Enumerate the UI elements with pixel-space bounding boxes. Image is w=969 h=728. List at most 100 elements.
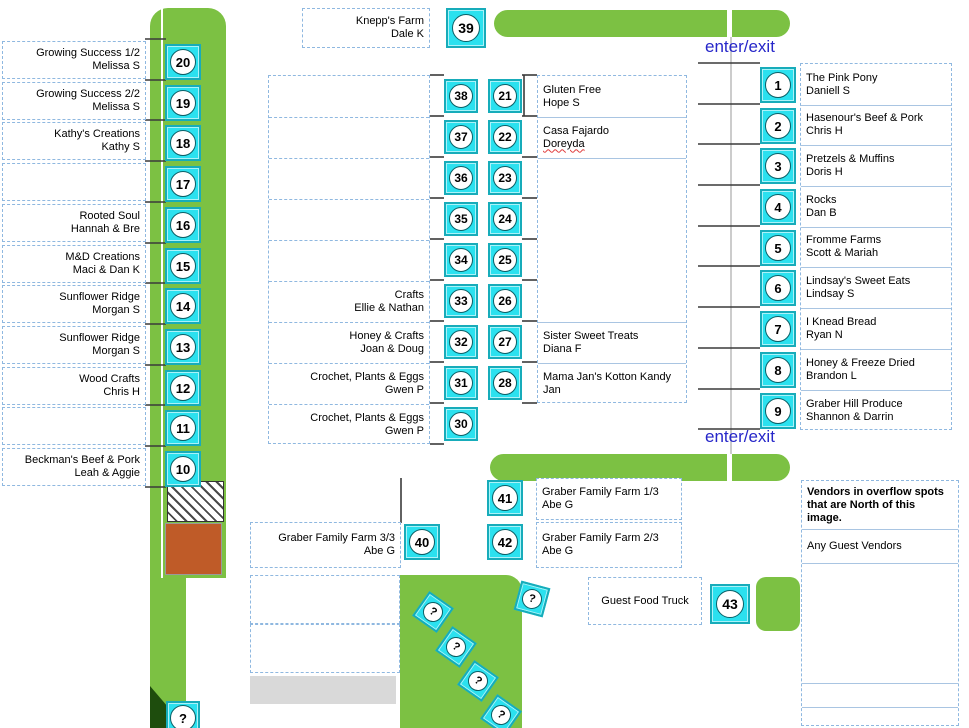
- row-divider: [801, 145, 951, 146]
- vendor-name: Sunflower Ridge: [59, 291, 140, 303]
- stall-box-11[interactable]: 11: [165, 410, 201, 446]
- vendor-person: Brandon L: [806, 369, 857, 382]
- stall-box-6[interactable]: 6: [760, 270, 796, 306]
- stall-box-41[interactable]: 41: [487, 480, 523, 516]
- vendor-label-box[interactable]: [2, 163, 146, 201]
- question-mark: ?: [464, 667, 492, 695]
- vendor-name: Pretzels & Muffins: [806, 152, 895, 165]
- vendor-label-box[interactable]: [2, 407, 146, 445]
- stall-box-19[interactable]: 19: [165, 85, 201, 121]
- stall-number: 20: [170, 49, 196, 75]
- stall-box-17[interactable]: 17: [165, 166, 201, 202]
- stall-box-12[interactable]: 12: [165, 370, 201, 406]
- stall-box-24[interactable]: 24: [488, 202, 522, 236]
- stall-box-30[interactable]: 30: [444, 407, 478, 441]
- vendor-label: Crafts Ellie & Nathan: [269, 281, 429, 322]
- vendor-label-box[interactable]: Growing Success 1/2 Melissa S: [2, 41, 146, 79]
- stall-box-25[interactable]: 25: [488, 243, 522, 277]
- guest-food-truck-label[interactable]: Guest Food Truck: [588, 577, 702, 625]
- mid-left-vendor-area[interactable]: Crafts Ellie & Nathan Honey & Crafts Joa…: [268, 75, 430, 444]
- stall-box-4[interactable]: 4: [760, 189, 796, 225]
- stall-number: 21: [493, 84, 517, 108]
- stall-box-26[interactable]: 26: [488, 284, 522, 318]
- stall-box-23[interactable]: 23: [488, 161, 522, 195]
- stall-box-40[interactable]: 40: [404, 524, 440, 560]
- vendor-label-box[interactable]: Beckman's Beef & Pork Leah & Aggie: [2, 448, 146, 486]
- stall-box-16[interactable]: 16: [165, 207, 201, 243]
- stall-box-42[interactable]: 42: [487, 524, 523, 560]
- overflow-note-box: Vendors in overflow spots that are North…: [801, 480, 959, 726]
- vendor-label-box[interactable]: Knepp's Farm Dale K: [302, 8, 430, 48]
- stall-box-1[interactable]: 1: [760, 67, 796, 103]
- vendor-label-box[interactable]: Graber Family Farm 2/3 Abe G: [536, 522, 682, 568]
- walkway-bottom-gap: [727, 454, 732, 481]
- stall-box-8[interactable]: 8: [760, 352, 796, 388]
- stall-box-5[interactable]: 5: [760, 230, 796, 266]
- vendor-label: Mama Jan's Kotton Kandy Jan: [538, 363, 686, 404]
- vendor-label: Honey & Crafts Joan & Doug: [269, 322, 429, 363]
- vendor-label-box[interactable]: Graber Family Farm 1/3 Abe G: [536, 478, 682, 520]
- stall-box-28[interactable]: 28: [488, 366, 522, 400]
- question-mark: ?: [519, 586, 545, 612]
- stall-box-33[interactable]: 33: [444, 284, 478, 318]
- stall-box-20[interactable]: 20: [165, 44, 201, 80]
- guest-food-truck-text: Guest Food Truck: [601, 594, 689, 607]
- stall-box-14[interactable]: 14: [165, 288, 201, 324]
- stall-box-32[interactable]: 32: [444, 325, 478, 359]
- vendor-label-box[interactable]: M&D Creations Maci & Dan K: [2, 245, 146, 283]
- stall-box-31[interactable]: 31: [444, 366, 478, 400]
- stall-box-39[interactable]: 39: [446, 8, 486, 48]
- overflow-stall-box[interactable]: ?: [166, 701, 200, 728]
- vendor-person: Kathy S: [101, 141, 140, 153]
- row-divider: [269, 363, 429, 364]
- stall-box-38[interactable]: 38: [444, 79, 478, 113]
- vendor-person: Melissa S: [92, 60, 140, 72]
- vendor-name: Lindsay's Sweet Eats: [806, 274, 911, 287]
- empty-vendor-box[interactable]: [250, 624, 400, 673]
- stall-box-27[interactable]: 27: [488, 325, 522, 359]
- stall-number: 7: [765, 316, 791, 342]
- stall-number: 27: [493, 330, 517, 354]
- row-divider: [802, 563, 958, 564]
- vendor-label-box[interactable]: Rooted Soul Hannah & Bre: [2, 204, 146, 242]
- stall-box-36[interactable]: 36: [444, 161, 478, 195]
- vendor-name: I Knead Bread: [806, 315, 877, 328]
- stall-box-37[interactable]: 37: [444, 120, 478, 154]
- stall-box-3[interactable]: 3: [760, 148, 796, 184]
- empty-vendor-box[interactable]: [250, 575, 400, 624]
- stall-number: 34: [449, 248, 473, 272]
- vendor-name: The Pink Pony: [806, 71, 878, 84]
- stall-box-9[interactable]: 9: [760, 393, 796, 429]
- stall-box-10[interactable]: 10: [165, 451, 201, 487]
- vendor-label-box[interactable]: Sunflower Ridge Morgan S: [2, 285, 146, 323]
- mid-right-vendor-area[interactable]: Gluten Free Hope S Casa Fajardo Doreyda …: [537, 75, 687, 403]
- stall-number: 39: [452, 14, 480, 42]
- stall-box-2[interactable]: 2: [760, 108, 796, 144]
- stall-box-7[interactable]: 7: [760, 311, 796, 347]
- vendor-name: Graber Family Farm 2/3: [542, 532, 659, 544]
- vendor-label-box[interactable]: Graber Family Farm 3/3 Abe G: [250, 522, 401, 568]
- vendor-label-box[interactable]: Growing Success 2/2 Melissa S: [2, 82, 146, 120]
- vendor-name: Crochet, Plants & Eggs: [310, 411, 424, 424]
- stall-box-34[interactable]: 34: [444, 243, 478, 277]
- stall-number: 5: [765, 235, 791, 261]
- question-mark: ?: [487, 701, 515, 728]
- stall-box-21[interactable]: 21: [488, 79, 522, 113]
- vendor-name: Graber Hill Produce: [806, 397, 903, 410]
- stall-box-43[interactable]: 43: [710, 584, 750, 624]
- stall-box-13[interactable]: 13: [165, 329, 201, 365]
- vendor-label-box[interactable]: Kathy's Creations Kathy S: [2, 122, 146, 160]
- vendor-name: Sister Sweet Treats: [543, 329, 639, 342]
- stall-box-22[interactable]: 22: [488, 120, 522, 154]
- vendor-person: Maci & Dan K: [72, 264, 140, 276]
- stall-number: 19: [170, 90, 196, 116]
- stall-box-35[interactable]: 35: [444, 202, 478, 236]
- stall-number: 9: [765, 398, 791, 424]
- vendor-label-box[interactable]: Sunflower Ridge Morgan S: [2, 326, 146, 364]
- stall-box-18[interactable]: 18: [165, 125, 201, 161]
- vendor-label-box[interactable]: Wood Crafts Chris H: [2, 367, 146, 405]
- stall-box-15[interactable]: 15: [165, 248, 201, 284]
